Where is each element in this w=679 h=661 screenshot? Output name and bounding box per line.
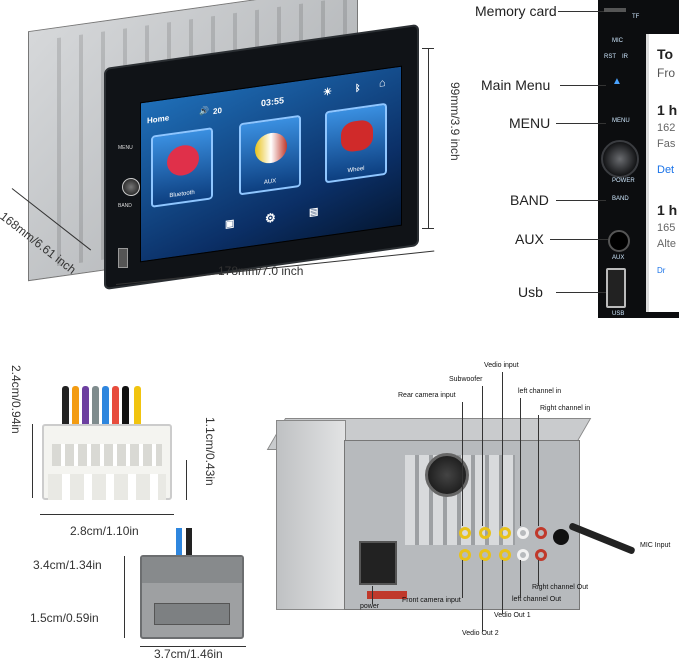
- rca-right-out: [535, 549, 547, 561]
- panel-menu-label: MENU: [612, 118, 630, 124]
- mic-label: MIC: [612, 38, 623, 44]
- aux-jack: [608, 230, 630, 252]
- panel-band-label: BAND: [612, 196, 629, 202]
- height-dimension: 99mm/3.9 inch: [448, 82, 462, 161]
- label-subwoofer: Subwoofer: [449, 376, 483, 383]
- callout-band: BAND: [510, 192, 549, 208]
- label-front-camera: Front camera input: [402, 597, 461, 604]
- plug1-width: 2.8cm/1.10in: [70, 524, 139, 538]
- plug2-height: 3.4cm/1.34in: [33, 558, 102, 572]
- tile-aux: AUX: [239, 114, 301, 196]
- rca-video-out1: [499, 549, 511, 561]
- plug2-inner-height: 1.5cm/0.59in: [30, 611, 99, 625]
- side-menu-label: MENU: [118, 145, 133, 151]
- side-band-label: BAND: [118, 203, 132, 209]
- rca-rear-camera: [459, 527, 471, 539]
- label-power: power: [360, 603, 380, 610]
- memory-card-slot: [604, 8, 626, 12]
- iso-socket: [359, 541, 397, 585]
- clock-time: 03:55: [261, 95, 285, 109]
- eject-icon: ▲: [612, 76, 622, 87]
- rca-left-out: [517, 549, 529, 561]
- usb-slot: [606, 268, 626, 308]
- plug-gray: [140, 555, 244, 639]
- plug1-width-line: [40, 514, 174, 515]
- plug2-width: 3.7cm/1.46in: [154, 647, 223, 661]
- home-label: Home: [147, 113, 170, 126]
- rca-front-camera: [459, 549, 471, 561]
- label-vedio-input: Vedio input: [484, 362, 519, 369]
- folder-icon: ▤: [309, 206, 319, 219]
- height-dim-line: [428, 48, 429, 228]
- rca-video-out2: [479, 549, 491, 561]
- callout-aux: AUX: [515, 231, 544, 247]
- panel-aux-label: AUX: [612, 255, 625, 261]
- width-dimension: 178mm/7.0 inch: [218, 264, 304, 278]
- tile-bluetooth: Bluetooth: [151, 127, 213, 208]
- label-left-in: left channel in: [518, 388, 562, 395]
- plug1-height: 2.4cm/0.94in: [9, 365, 23, 434]
- label-vedio-out1: Vedio Out 1: [494, 612, 531, 619]
- rca-video-in: [499, 527, 511, 539]
- rca-subwoofer: [479, 527, 491, 539]
- volume-knob: [122, 178, 140, 196]
- chassis-side: [276, 420, 346, 610]
- volume-value: 20: [213, 105, 222, 117]
- rca-left-in: [517, 527, 529, 539]
- home-icon: ⌂: [379, 76, 386, 90]
- plug1-inner-height: 1.1cm/0.43in: [203, 417, 217, 486]
- label-left-out: left channel Out: [512, 596, 562, 603]
- callout-menu: MENU: [509, 115, 551, 131]
- callout-memory-card: Memory card: [475, 3, 557, 19]
- rca-right-in: [535, 527, 547, 539]
- volume-icon: 🔊: [199, 105, 209, 117]
- rst-label: RST: [604, 54, 616, 60]
- mic-socket: [553, 529, 569, 545]
- brightness-icon: ☀: [323, 86, 332, 99]
- iso-plug-white: [42, 424, 172, 500]
- label-mic-input: MIC Input: [640, 542, 671, 549]
- power-label: POWER: [612, 178, 635, 184]
- navigation-screen: To Fro 1 h 162 Fas Det 1 h 165 Alte Dr: [646, 34, 679, 312]
- tf-label: TF: [632, 14, 640, 20]
- usb-port: [118, 248, 128, 268]
- callout-main-menu: Main Menu: [481, 77, 551, 93]
- ir-label: IR: [622, 54, 628, 60]
- media-icon: ▣: [225, 218, 235, 231]
- plug2-width-line: [140, 646, 246, 647]
- tile-wheel: Wheel: [325, 102, 387, 184]
- label-right-in: Right channel in: [540, 405, 591, 412]
- label-right-out: Right channel Out: [532, 584, 589, 591]
- cooling-fan: [425, 453, 469, 497]
- gear-icon: ⚙: [265, 210, 276, 226]
- panel-usb-label: USB: [612, 311, 625, 317]
- callout-usb: Usb: [518, 284, 543, 300]
- power-knob: [601, 140, 639, 178]
- label-rear-camera: Rear camera input: [398, 392, 456, 399]
- label-vedio-out2: Vedio Out 2: [462, 630, 499, 637]
- bluetooth-icon: ᛒ: [355, 82, 361, 94]
